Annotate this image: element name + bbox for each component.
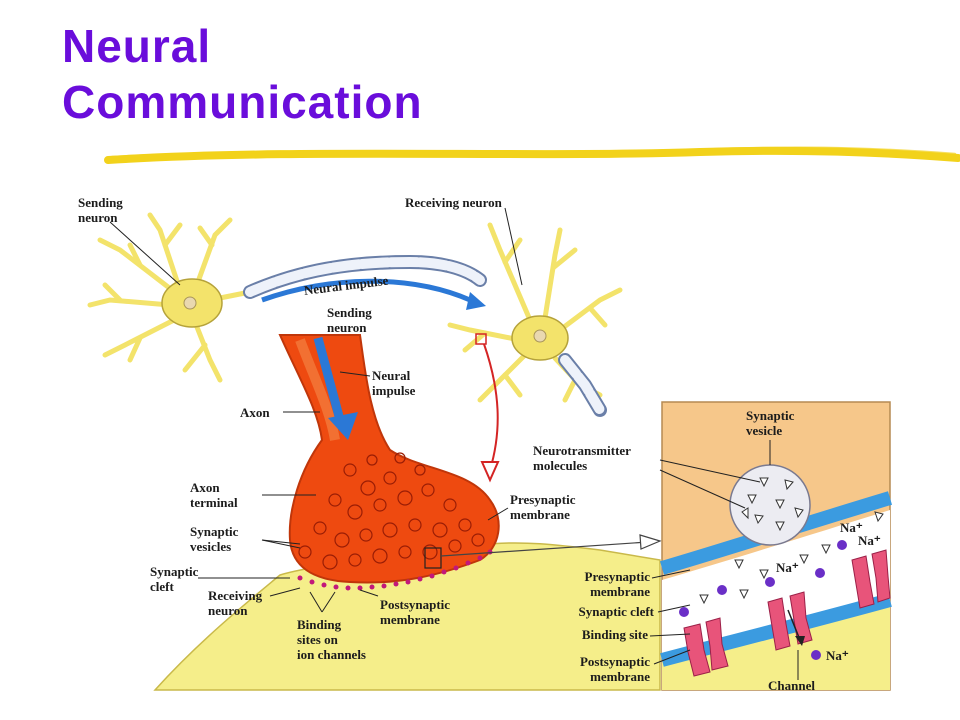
label-axon-terminal: Axon terminal — [190, 480, 238, 510]
inset-neurotransmitters — [699, 477, 884, 605]
label-line: membrane — [590, 669, 650, 684]
label-line: Synaptic cleft — [578, 604, 654, 619]
label-neurotransmitter-molecules: Neurotransmitter molecules — [533, 443, 631, 473]
inset-callout-arrowhead — [639, 534, 662, 550]
neural-impulse-arrowhead-top — [466, 292, 486, 310]
slide-title: Neural Communication — [62, 18, 423, 130]
synapse-inset — [649, 401, 893, 691]
sending-neuron-cell — [87, 212, 253, 383]
label-line: neuron — [78, 210, 118, 225]
leader-lines — [109, 207, 523, 613]
inset-label-binding-site: Binding site — [550, 627, 648, 642]
label-axon: Axon — [240, 405, 270, 420]
zoom-box-synapse — [424, 547, 442, 569]
label-line: impulse — [372, 383, 416, 398]
label-line: Axon — [190, 480, 220, 495]
label-line: Neural — [372, 368, 411, 383]
label-line: Synaptic — [746, 408, 795, 423]
inset-label-na-4: Na⁺ — [826, 648, 849, 663]
inset-label-synaptic-vesicle: Synaptic vesicle — [746, 408, 794, 438]
inset-sodium-ions — [679, 540, 847, 660]
label-line: Na⁺ — [826, 648, 849, 663]
label-line: cleft — [150, 579, 174, 594]
inset-label-presynaptic-membrane: Presynaptic membrane — [560, 569, 650, 599]
label-line: membrane — [510, 507, 570, 522]
label-line: Receiving — [208, 588, 263, 603]
label-presynaptic-membrane: Presynaptic membrane — [510, 492, 575, 522]
label-line: neuron — [327, 320, 367, 335]
terminal-vesicles — [298, 452, 485, 570]
inset-label-na-2: Na⁺ — [858, 533, 881, 548]
label-synaptic-cleft: Synaptic cleft — [150, 564, 198, 594]
inset-callout-arrow — [440, 541, 649, 557]
label-line: Presynaptic — [510, 492, 576, 507]
myelinated-axon — [243, 254, 487, 299]
label-line: Sending — [78, 195, 123, 210]
label-line: vesicles — [190, 539, 232, 554]
label-line: membrane — [380, 612, 440, 627]
label-line: Receiving neuron — [405, 195, 502, 210]
label-binding-sites: Binding sites on ion channels — [297, 617, 366, 662]
inset-label-postsynaptic-membrane: Postsynaptic membrane — [550, 654, 650, 684]
receiving-neuron-axon — [558, 353, 607, 417]
label-line: Binding — [297, 617, 342, 632]
label-line: ion channels — [297, 647, 366, 662]
label-neural-impulse-mid: Neural impulse — [372, 368, 415, 398]
neural-impulse-arrowhead-mid — [328, 412, 358, 440]
underline-stroke — [104, 146, 960, 164]
inset-leader-lines — [649, 440, 799, 680]
label-receiving-neuron-bottom: Receiving neuron — [208, 588, 262, 618]
inset-label-synaptic-cleft: Synaptic cleft — [540, 604, 654, 619]
inset-ion-channels — [683, 549, 891, 677]
label-line: Postsynaptic — [579, 654, 650, 669]
label-line: Synaptic — [190, 524, 239, 539]
underline-stroke-thin — [110, 146, 957, 159]
label-line: membrane — [590, 584, 650, 599]
label-line: Axon — [240, 405, 270, 420]
label-line: Neurotransmitter — [533, 443, 631, 458]
inset-vesicle — [729, 464, 811, 546]
label-line: Synaptic — [150, 564, 199, 579]
label-line: molecules — [533, 458, 588, 473]
inset-label-na-1: Na⁺ — [840, 520, 863, 535]
inset-channel-flow-arrowhead — [795, 636, 805, 646]
inset-channel-flow-arrow — [787, 609, 801, 641]
zoom-callout-arrowhead — [480, 461, 500, 483]
label-line: sites on — [297, 632, 338, 647]
label-sending-neuron-top: Sending neuron — [78, 195, 123, 225]
zoom-callout-arrow — [483, 343, 499, 471]
binding-site-dots — [297, 549, 493, 591]
label-synaptic-vesicles: Synaptic vesicles — [190, 524, 238, 554]
neural-impulse-arrow-top — [261, 278, 471, 303]
zoom-box-top — [475, 333, 487, 345]
label-line: Na⁺ — [858, 533, 881, 548]
label-sending-neuron-mid: Sending neuron — [327, 305, 372, 335]
label-line: Presynaptic — [584, 569, 650, 584]
inset-label-channel: Channel — [768, 678, 815, 693]
axon-highlight — [295, 338, 340, 441]
label-line: terminal — [190, 495, 238, 510]
title-line-2: Communication — [62, 76, 423, 128]
label-line: Channel — [768, 678, 815, 693]
title-line-1: Neural — [62, 20, 212, 72]
label-postsynaptic-membrane: Postsynaptic membrane — [380, 597, 450, 627]
label-line: vesicle — [746, 423, 783, 438]
label-line: Na⁺ — [840, 520, 863, 535]
label-line: Sending — [327, 305, 372, 320]
inset-label-na-3: Na⁺ — [776, 560, 799, 575]
label-line: neuron — [208, 603, 248, 618]
label-line: Na⁺ — [776, 560, 799, 575]
label-receiving-neuron-top: Receiving neuron — [405, 195, 502, 210]
label-line: Binding site — [581, 627, 648, 642]
neural-impulse-arrow-mid — [313, 336, 345, 422]
label-line: Postsynaptic — [380, 597, 451, 612]
